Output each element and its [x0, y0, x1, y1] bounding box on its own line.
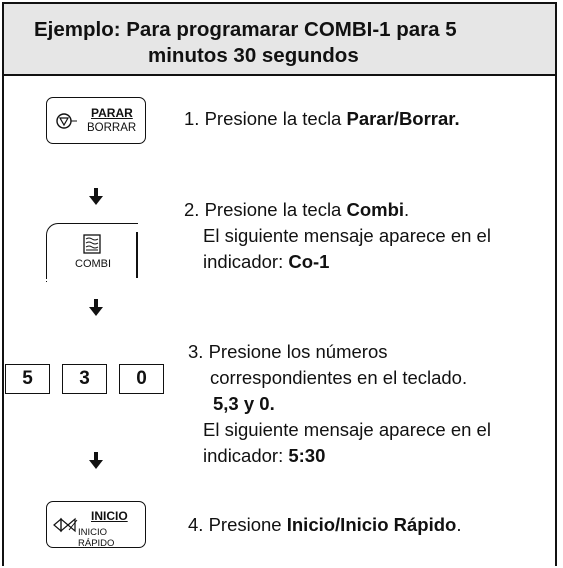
step-2-line-3: indicador: Co-1: [203, 251, 330, 272]
example-header: Ejemplo: Para programarar COMBI-1 para 5…: [2, 2, 557, 76]
step-3-line-2: correspondientes en el teclado.: [210, 367, 468, 388]
start-symbol-icon: [53, 517, 78, 533]
combi-key-right-edge: [136, 232, 138, 278]
step-2-line-2: El siguiente mensaje aparece en el: [203, 225, 491, 246]
step-2-line-1: 2. Presione la tecla Combi.: [184, 199, 410, 220]
step-1-text: 1. Presione la tecla Parar/Borrar.: [184, 108, 460, 129]
number-key-5[interactable]: 5: [5, 364, 50, 394]
start-key[interactable]: INICIO INICIO RÁPIDO: [46, 501, 146, 549]
start-key-top-label: INICIO: [91, 509, 128, 523]
down-arrow-icon: [89, 299, 103, 316]
stop-clear-key[interactable]: PARAR BORRAR: [46, 97, 146, 144]
down-arrow-icon: [89, 188, 103, 205]
header-line-2: minutos 30 segundos: [148, 44, 359, 67]
stop-key-top-label: PARAR: [91, 106, 133, 120]
instruction-box: [2, 2, 557, 566]
step-3-line-3: 5,3 y 0.: [213, 393, 275, 414]
step-3-line-4: El siguiente mensaje aparece en el: [203, 419, 491, 440]
wave-grill-icon: [83, 234, 101, 254]
start-key-bottom-label: INICIO RÁPIDO: [78, 527, 115, 549]
step-3-line-5: indicador: 5:30: [203, 445, 326, 466]
number-key-0[interactable]: 0: [119, 364, 164, 394]
header-line-1: Ejemplo: Para programarar COMBI-1 para 5: [34, 18, 457, 41]
stop-symbol-icon: [56, 113, 77, 129]
stop-key-bottom-label: BORRAR: [87, 122, 137, 134]
down-arrow-icon: [89, 452, 103, 469]
combi-key-label: COMBI: [75, 258, 112, 270]
step-3-line-1: 3. Presione los números: [188, 341, 388, 362]
number-key-3[interactable]: 3: [62, 364, 107, 394]
step-4-text: 4. Presione Inicio/Inicio Rápido.: [188, 514, 462, 535]
